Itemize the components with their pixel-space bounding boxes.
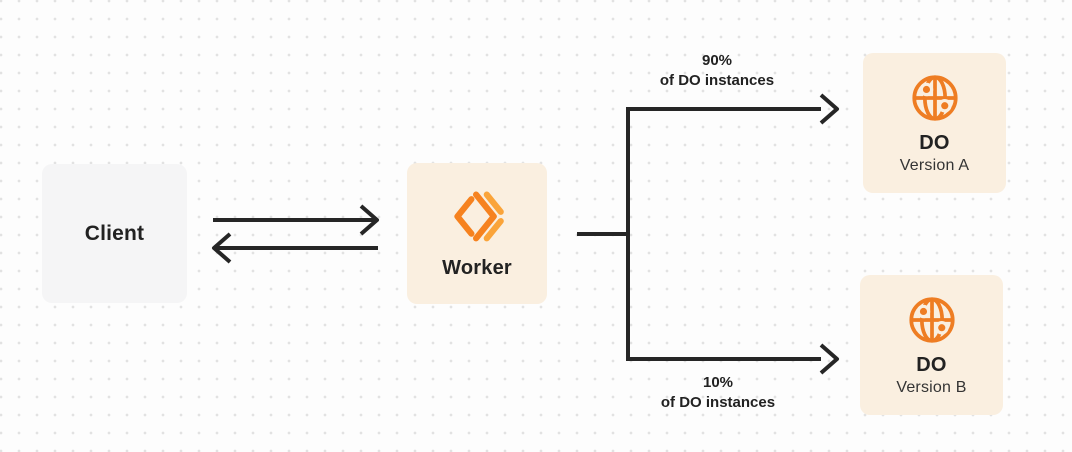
globe-icon xyxy=(909,72,961,124)
globe-icon xyxy=(906,294,958,346)
client-label: Client xyxy=(84,221,145,245)
node-client: Client xyxy=(42,164,187,303)
arrow-worker-to-client xyxy=(212,232,378,264)
node-do-version-b: DO Version B xyxy=(860,275,1003,415)
node-worker: Worker xyxy=(407,163,547,304)
do-b-title: DO xyxy=(916,353,947,376)
top-branch-percent: 90% xyxy=(701,52,733,69)
bottom-branch-percent: 10% xyxy=(702,374,734,391)
top-branch-caption: of DO instances xyxy=(659,72,775,89)
worker-label: Worker xyxy=(442,256,512,279)
workers-icon xyxy=(450,188,504,244)
arrow-to-do-version-a xyxy=(626,93,839,125)
split-connector xyxy=(577,107,630,361)
top-branch-label: 90% of DO instances xyxy=(627,51,807,91)
arrow-to-do-version-b xyxy=(626,343,839,375)
node-do-version-a: DO Version A xyxy=(863,53,1006,193)
do-a-subtitle: Version A xyxy=(899,156,970,174)
arrow-client-to-worker xyxy=(213,204,379,236)
do-a-title: DO xyxy=(919,131,950,154)
do-b-subtitle: Version B xyxy=(896,378,967,396)
bottom-branch-label: 10% of DO instances xyxy=(628,373,808,413)
bottom-branch-caption: of DO instances xyxy=(660,394,776,411)
